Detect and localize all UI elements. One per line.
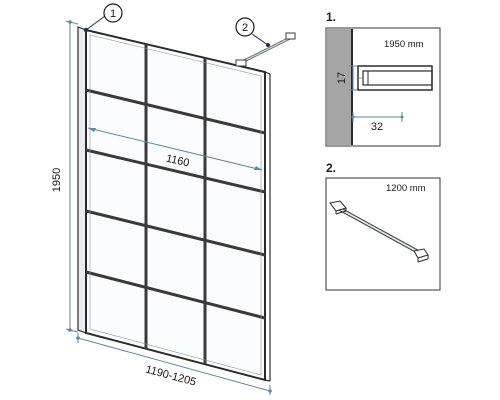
detail-1-dim-horizontal-label: 32 — [371, 121, 383, 133]
height-dimension: 1950 — [51, 20, 79, 333]
stabilizer-bar — [235, 32, 296, 67]
callout-1-label: 1 — [110, 8, 116, 20]
u-profile — [357, 65, 433, 91]
callout-2-label: 2 — [242, 22, 248, 34]
stabilizer-bar-detail — [329, 200, 429, 263]
callout-1: 1 — [83, 3, 123, 33]
grid-bars-vertical — [144, 44, 207, 364]
detail-1-dim-vertical: 17 — [336, 65, 357, 91]
detail-1-title: 1. — [326, 10, 336, 24]
total-width-dimension-label: 1190-1205 — [144, 364, 197, 389]
detail-2-length: 1200 mm — [386, 183, 426, 194]
detail-1-dim-horizontal: 32 — [351, 112, 404, 133]
inner-width-dimension: 1160 — [87, 127, 263, 171]
glass-panel — [77, 26, 271, 382]
inner-width-dimension-label: 1160 — [165, 153, 191, 170]
detail-1-dim-vertical-label: 17 — [336, 72, 348, 84]
wall-profile — [77, 26, 87, 334]
callout-2: 2 — [235, 17, 269, 46]
wall-section — [327, 29, 352, 145]
detail-1-box: 17 32 1950 mm — [325, 27, 441, 147]
detail-1-length: 1950 mm — [384, 39, 424, 50]
detail-2-title: 2. — [326, 161, 336, 175]
glass-outline — [85, 28, 266, 382]
detail-2-box: 1200 mm — [325, 177, 441, 291]
grid-bars-horizontal — [85, 88, 266, 320]
height-dimension-label: 1950 — [51, 168, 63, 192]
